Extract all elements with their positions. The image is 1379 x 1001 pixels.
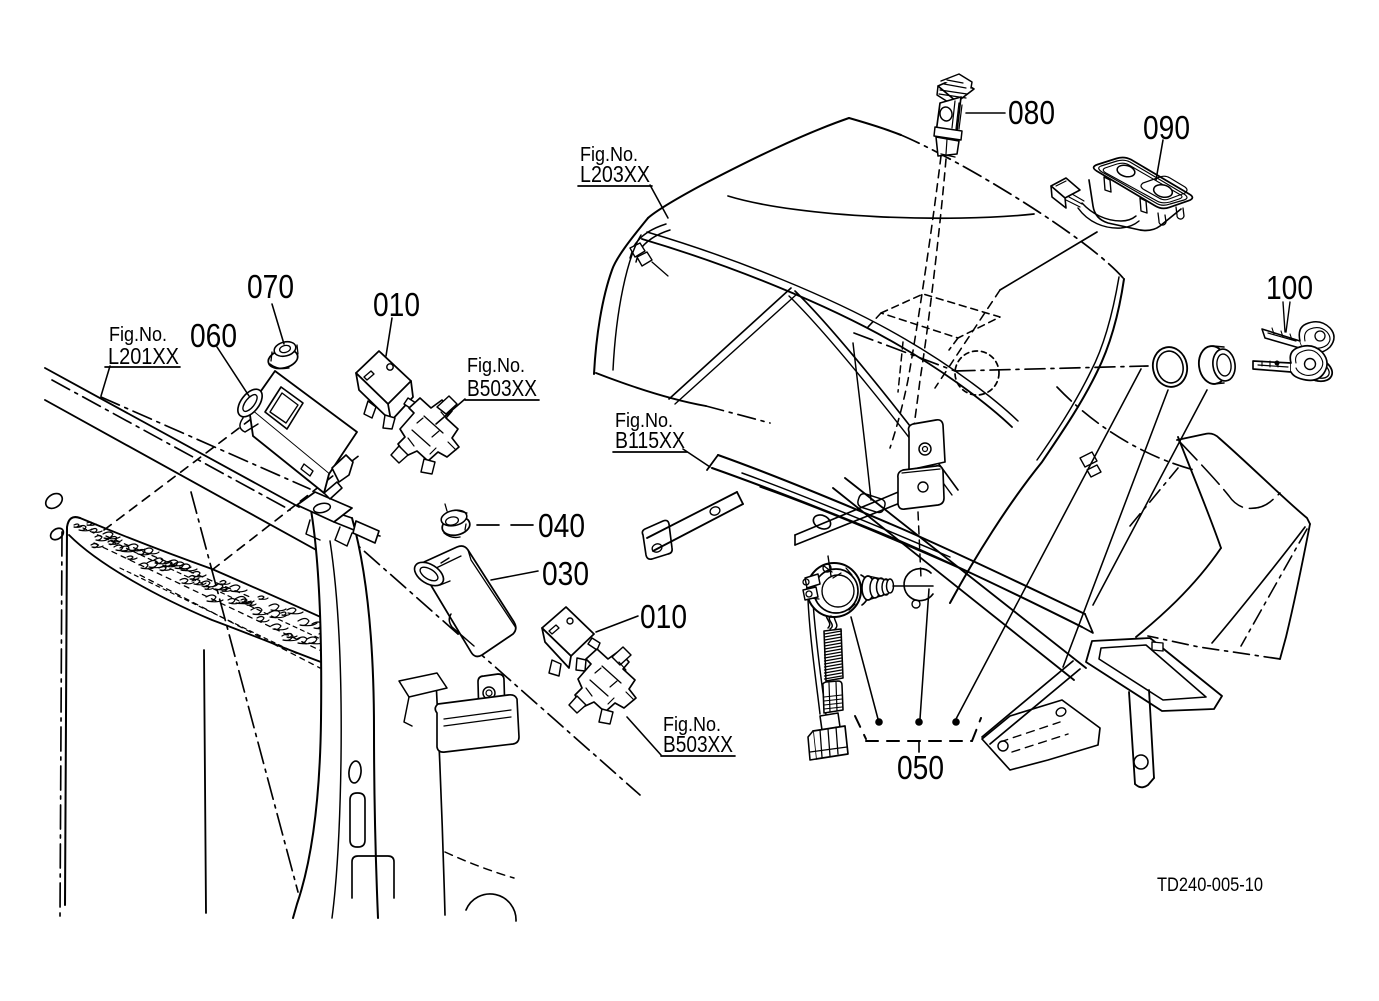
svg-text:080: 080 bbox=[1008, 94, 1055, 131]
svg-text:TD240-005-10: TD240-005-10 bbox=[1157, 875, 1263, 896]
svg-text:030: 030 bbox=[542, 555, 589, 592]
svg-text:L201XX: L201XX bbox=[108, 343, 179, 369]
svg-text:060: 060 bbox=[190, 317, 237, 354]
svg-text:040: 040 bbox=[538, 507, 585, 544]
svg-text:070: 070 bbox=[247, 268, 294, 305]
svg-text:010: 010 bbox=[640, 598, 687, 635]
svg-text:Fig.No.: Fig.No. bbox=[615, 410, 673, 432]
svg-text:Fig.No.: Fig.No. bbox=[467, 355, 525, 377]
svg-text:Fig.No.: Fig.No. bbox=[663, 714, 721, 736]
svg-text:B503XX: B503XX bbox=[663, 731, 733, 757]
svg-text:B503XX: B503XX bbox=[467, 375, 537, 401]
svg-text:Fig.No.: Fig.No. bbox=[109, 324, 167, 346]
svg-text:L203XX: L203XX bbox=[580, 161, 650, 187]
svg-text:B115XX: B115XX bbox=[615, 427, 685, 453]
svg-text:050: 050 bbox=[897, 749, 944, 786]
svg-text:010: 010 bbox=[373, 286, 420, 323]
svg-text:100: 100 bbox=[1266, 269, 1313, 306]
svg-text:090: 090 bbox=[1143, 109, 1190, 146]
svg-text:Fig.No.: Fig.No. bbox=[580, 144, 638, 166]
